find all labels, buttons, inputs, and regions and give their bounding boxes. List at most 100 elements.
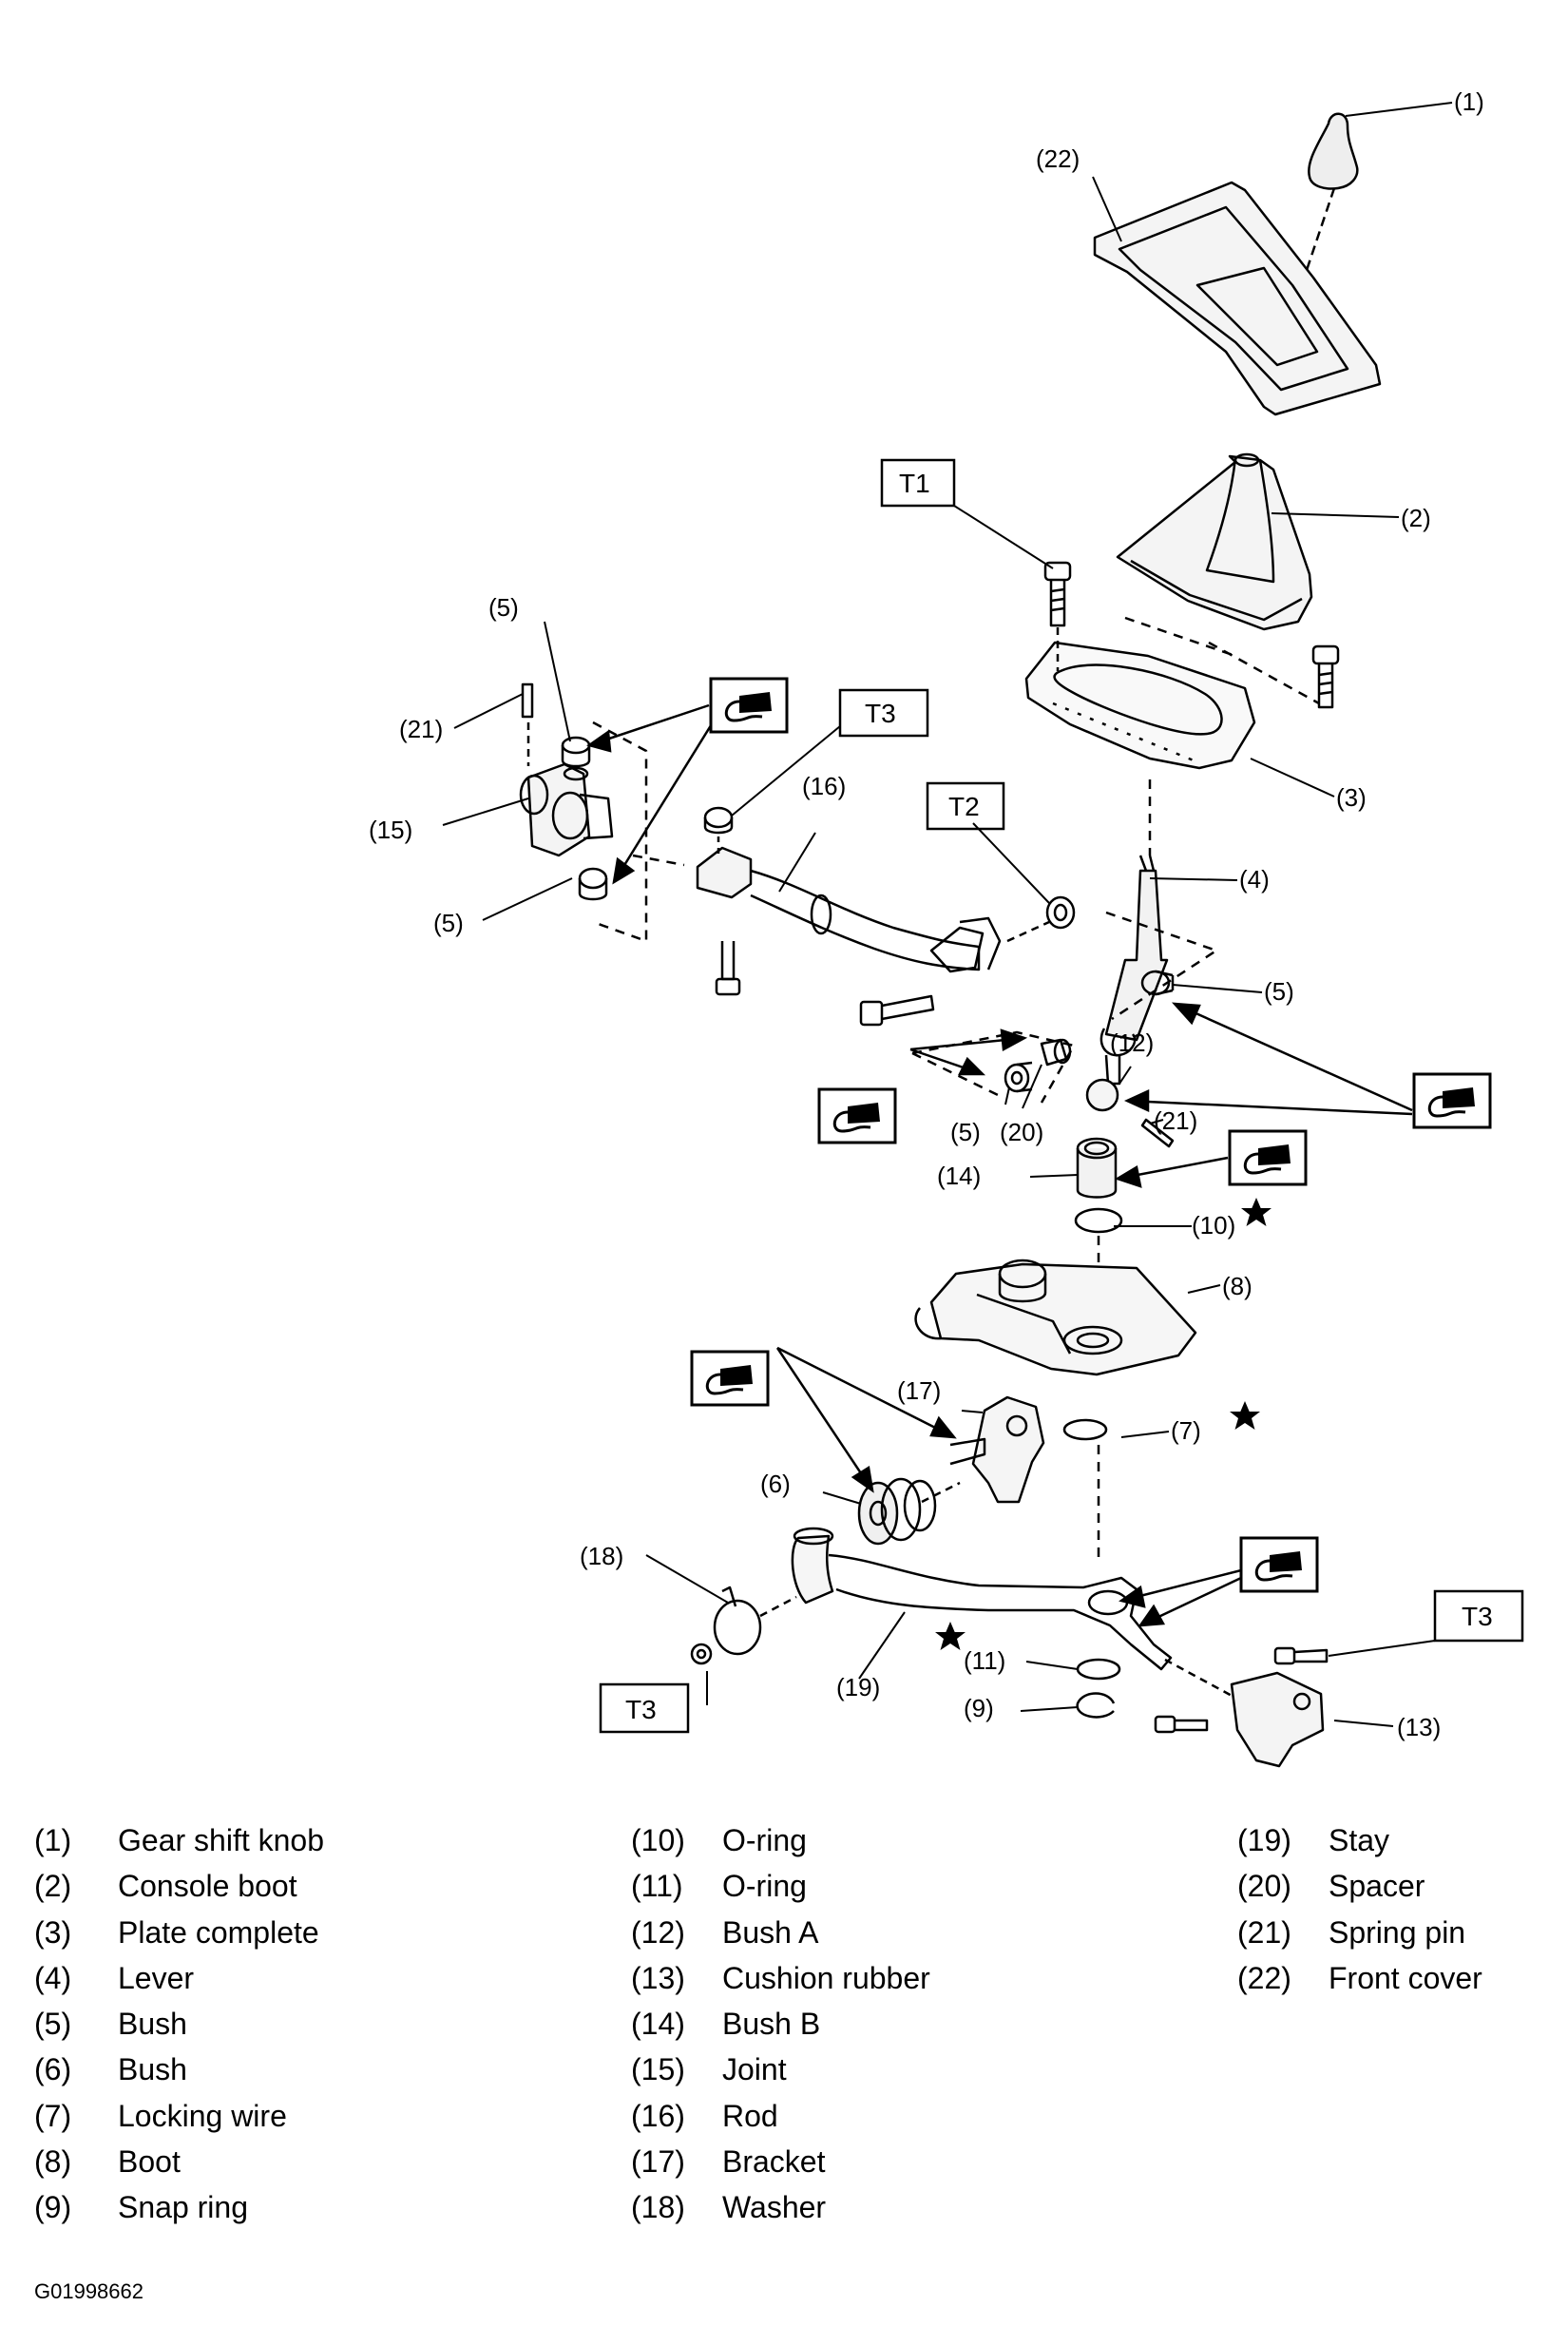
star-icon [1241,1198,1272,1226]
callout-13: (13) [1397,1713,1441,1741]
spring-pin-left [521,682,534,719]
legend-item: (17)Bracket [631,2144,826,2180]
boot [914,1259,1197,1376]
torque-label-t3-bottom-left: T3 [625,1695,657,1724]
legend-column-2: (10)O-ring (11)O-ring (12)Bush A (13)Cus… [631,1817,930,2231]
grease-icon [1239,1536,1319,1593]
callout-20: (20) [1000,1118,1043,1146]
callout-15: (15) [369,816,412,844]
callout-21-left: (21) [399,715,443,743]
bush [578,867,608,901]
figure-code: G01998662 [34,2279,143,2303]
legend-item: (18)Washer [631,2190,827,2225]
callout-8: (8) [1222,1272,1252,1300]
callout-18: (18) [580,1542,623,1570]
bush [1004,1061,1033,1093]
callout-1: (1) [1454,87,1484,116]
legend-item: (19)Stay [1237,1823,1390,1857]
spring-pin [1140,1118,1175,1148]
legend-column-1: (1)Gear shift knob (2)Console boot (3)Pl… [34,1817,324,2231]
torque-label-t1: T1 [899,469,930,498]
console-boot [1116,452,1313,631]
torque-box-t1 [880,458,956,508]
legend-item: (21)Spring pin [1237,1914,1466,1950]
cushion-rubber [1230,1671,1325,1768]
legend-item: (6)Bush [34,2052,187,2087]
callout-21: (21) [1154,1106,1197,1135]
rod [696,846,1002,973]
callout-5-top-left: (5) [488,593,519,622]
legend-item: (14)Bush B [631,2007,821,2042]
callout-5-left: (5) [433,909,464,937]
torque-label-t3-right: T3 [1462,1602,1493,1631]
bolt [859,994,935,1027]
legend-item: (5)Bush [34,2007,187,2042]
bolt [1154,1715,1209,1734]
o-ring-11 [1076,1658,1121,1681]
callout-22: (22) [1036,144,1080,173]
callout-9: (9) [964,1694,994,1722]
exploded-view-diagram: (1) (22) (2) T1 (3) (4) (5) (12) (21) (1… [369,87,1524,1768]
bolt [1043,561,1072,671]
callout-17: (17) [897,1376,941,1405]
legend-item: (9)Snap ring [34,2190,248,2225]
bush-a [1085,1078,1119,1112]
legend-item: (1)Gear shift knob [34,1823,324,1857]
nut [1045,895,1076,930]
legend-item: (22)Front cover [1237,1960,1482,1995]
legend-column-3: (19)Stay (20)Spacer (21)Spring pin (22)F… [1237,1817,1482,2001]
legend-item: (11)O-ring [631,1869,807,1904]
washer [713,1586,797,1656]
legend-item: (7)Locking wire [34,2098,287,2133]
grease-icon [817,1087,897,1144]
torque-label-t3-top: T3 [865,699,896,728]
grease-icon [709,677,789,734]
callout-5: (5) [1264,977,1294,1006]
legend-item: (8)Boot [34,2144,181,2180]
callout-14: (14) [937,1162,981,1190]
callout-19: (19) [836,1673,880,1701]
locking-wire-ring [1062,1418,1108,1441]
callout-4: (4) [1239,865,1270,894]
legend-item: (20)Spacer [1237,1869,1425,1904]
front-cover [1093,181,1382,416]
torque-box-t3 [838,688,929,738]
grease-icon [1228,1129,1308,1186]
torque-label-t2: T2 [948,792,980,821]
bolt [1273,1646,1329,1665]
callout-11: (11) [964,1646,1005,1675]
callout-5-center: (5) [950,1118,981,1146]
bush-b [1076,1137,1118,1199]
bolt [715,941,741,996]
o-ring [1074,1207,1123,1234]
bracket [949,1395,1045,1504]
legend-item: (10)O-ring [631,1823,807,1857]
star-icon [1230,1401,1260,1430]
callout-2: (2) [1401,504,1431,532]
star-icon [935,1622,966,1650]
plate-complete [1024,641,1256,770]
torque-box-t3 [599,1682,690,1734]
bush-6 [857,1477,961,1546]
legend-item: (15)Joint [631,2052,787,2087]
callout-3: (3) [1336,783,1367,812]
legend-item: (3)Plate complete [34,1914,319,1950]
grease-icon [690,1350,770,1407]
grease-icon [1412,1072,1492,1129]
legend-item: (4)Lever [34,1960,195,1995]
callout-12: (12) [1110,1028,1154,1057]
torque-box-t3 [1433,1589,1524,1643]
legend-item: (16)Rod [631,2098,778,2133]
legend-item: (13)Cushion rubber [631,1960,930,1995]
joint [519,762,614,857]
bolt [1311,644,1340,709]
legend-item: (12)Bush A [631,1914,819,1950]
callout-10: (10) [1192,1211,1235,1240]
torque-box-t2 [926,781,1005,831]
callout-6: (6) [760,1470,791,1498]
nut [703,806,734,835]
legend-item: (2)Console boot [34,1869,297,1904]
lever [1100,855,1218,1086]
bush [1140,970,1175,996]
callout-7: (7) [1171,1416,1201,1445]
